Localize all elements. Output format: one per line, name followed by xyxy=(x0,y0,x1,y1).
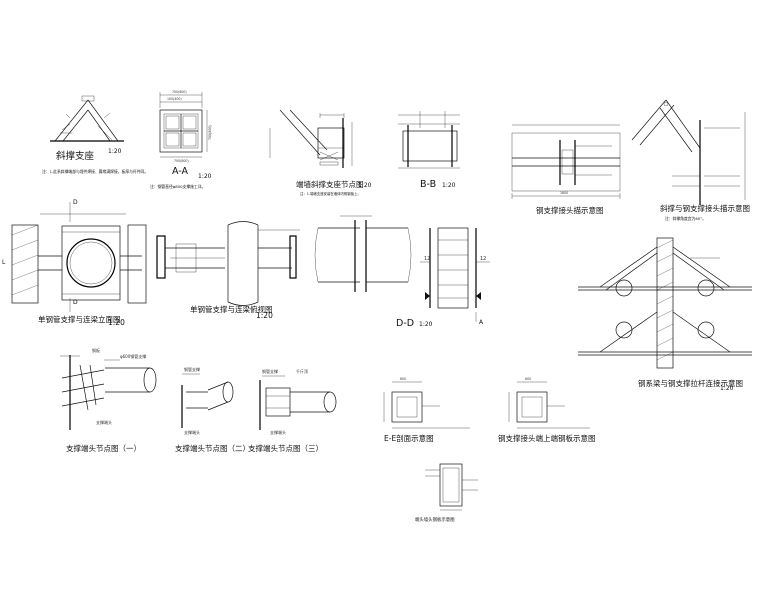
aa-scale: 1:20 xyxy=(198,173,212,180)
view-tie-beam xyxy=(578,237,752,369)
single-brace-label-d: D xyxy=(73,199,78,206)
view-pipe-joint xyxy=(314,215,412,292)
dd-title: D-D xyxy=(396,318,414,329)
view-joint-3 xyxy=(259,375,337,430)
dd-scale: 1:20 xyxy=(419,321,433,328)
ee-title: E-E剖面示意图 xyxy=(384,433,434,443)
single-brace-scale: 1:20 xyxy=(108,318,125,327)
joint-plate-title: 钢支撑接头端上端钢板示意图 xyxy=(498,433,596,443)
joint1-label-c: 钢板 xyxy=(92,347,100,353)
joint2-label-b: 支撑端头 xyxy=(184,429,200,435)
joint1-label-b: 支撑端头 xyxy=(96,419,112,425)
view-joint-plate xyxy=(508,381,590,429)
joint2-title: 支撑端头节点图（二） xyxy=(175,443,250,453)
view-section-dd xyxy=(420,227,490,322)
view-joint-2 xyxy=(181,373,234,428)
bb-title: B-B xyxy=(420,179,436,190)
brace-seat-title: 斜撑支座 xyxy=(56,150,95,162)
single-brace-label-d2: D xyxy=(73,299,78,306)
end-wall-note: 注：1.端墙支座安装在墙体内侧钢板上。 xyxy=(300,191,361,196)
joint1-label-a: φ600钢管支撑 xyxy=(120,353,146,359)
single-brace-label-l: L xyxy=(2,259,6,266)
joint-plate-dim: 600 xyxy=(525,377,531,381)
diag-joint-note: 注：斜撑角度宜为60°。 xyxy=(665,216,706,221)
dd-weld-left: 12 xyxy=(424,256,430,262)
aa-dim-top: 700(800) xyxy=(172,90,187,94)
view-brace-seat xyxy=(50,95,124,142)
view-section-bb xyxy=(398,111,460,169)
aa-note: 注：钢管直径φ800支撑施工详。 xyxy=(150,184,205,189)
steel-joint-title: 钢支撑接头描示意图 xyxy=(536,205,604,215)
end-wall-title: 端墙斜撑支座节点图 xyxy=(296,179,364,189)
view-single-brace xyxy=(11,202,147,312)
joint3-label-c: 千斤顶 xyxy=(296,368,308,374)
joint3-label-b: 支撑端头 xyxy=(270,429,286,435)
tie-beam-scale: 1:20 xyxy=(720,385,734,392)
end-plate-title: 端头墙头钢板示意图 xyxy=(415,516,455,523)
aa-dim-bottom: 700(800) xyxy=(174,159,189,163)
view-joint-1 xyxy=(60,355,157,430)
brace-seat-note: 注：1.此系斜撑端部与埋件焊接、翼缘满焊接，板厚与杆件同。 xyxy=(42,169,148,174)
dd-label-a: A xyxy=(479,319,484,326)
joint2-label-a: 钢管支撑 xyxy=(184,366,200,372)
diag-joint-title: 斜撑与钢支撑接头描示意图 xyxy=(660,203,750,213)
view-section-aa xyxy=(159,92,208,158)
view-steel-joint xyxy=(511,124,621,199)
single-plan-title: 单钢管支撑与连梁俯视图 xyxy=(190,304,273,314)
joint1-title: 支撑端头节点图（一） xyxy=(66,443,141,453)
brace-seat-scale: 1:20 xyxy=(108,148,122,155)
view-single-plan xyxy=(156,221,300,306)
view-end-plate xyxy=(425,463,478,511)
joint3-title: 支撑端头节点图（三） xyxy=(248,443,323,453)
view-end-wall-node xyxy=(269,109,353,168)
tie-beam-title: 钢系梁与钢支撑拉杆连接示意图 xyxy=(638,378,743,388)
bb-scale: 1:20 xyxy=(442,182,456,189)
ee-dim: 600 xyxy=(400,377,406,381)
single-plan-scale: 1:20 xyxy=(256,311,273,320)
single-brace-title: 单钢管支撑与连梁立面图 xyxy=(38,314,121,324)
aa-dim-side: 700(800) xyxy=(208,125,212,140)
end-wall-scale: 1:20 xyxy=(358,182,372,189)
aa-title: A-A xyxy=(172,166,189,177)
view-diag-joint xyxy=(631,99,746,205)
joint3-label-a: 钢管支撑 xyxy=(262,368,278,374)
steel-joint-dim: 1600 xyxy=(560,191,568,195)
aa-dim-top2: 100(400) xyxy=(167,97,182,101)
view-section-ee xyxy=(383,381,470,429)
dd-weld-right: 12 xyxy=(480,256,486,262)
